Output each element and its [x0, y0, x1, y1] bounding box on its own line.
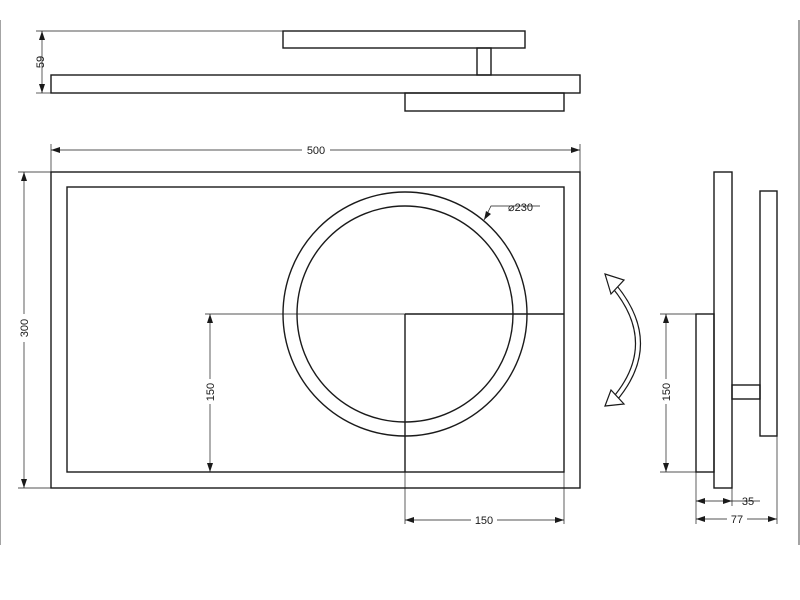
dim-150-h-arrow-right	[555, 517, 564, 523]
dim-150-v-arrow-bottom	[207, 463, 213, 472]
dim-77-arrow-left	[696, 516, 705, 522]
side-mount-stem	[731, 384, 761, 400]
dim-150-v-arrow-top	[207, 314, 213, 323]
dim-35-arrow-right	[723, 498, 732, 504]
dim-35-arrow-left	[696, 498, 705, 504]
front-view: 500 300 ⌀230 150	[17, 143, 581, 527]
dim-77-arrow-right	[768, 516, 777, 522]
dim-230-arrow	[484, 211, 491, 220]
dim-500-arrow-left	[51, 147, 60, 153]
dim-300-label: 300	[19, 319, 31, 337]
rotation-arrowhead-bottom	[604, 388, 626, 407]
top-lower-plate	[404, 92, 565, 112]
frame-outer	[50, 171, 581, 489]
side-main-panel	[713, 171, 733, 489]
rotation-arrow	[604, 273, 641, 407]
dim-side-150-arrow-top	[663, 314, 669, 323]
dim-150-h-arrow-left	[405, 517, 414, 523]
dim-500-label-bg	[302, 143, 330, 156]
top-mount-stem	[476, 47, 492, 76]
dim-side-150-arrow-bottom	[663, 463, 669, 472]
side-front-plate	[695, 313, 715, 473]
side-view: 150 35 77	[659, 171, 778, 526]
dim-300-arrow-top	[21, 172, 27, 181]
top-main-panel	[50, 74, 581, 94]
dim-500-label: 500	[307, 145, 325, 157]
dim-500-arrow-right	[571, 147, 580, 153]
top-view: 59	[35, 30, 581, 112]
dim-230-label: ⌀230	[508, 202, 533, 214]
dim-59-label: 59	[35, 56, 47, 68]
side-back-plate	[759, 190, 778, 437]
frame-inner	[66, 186, 565, 473]
dim-side-150-label-bg	[659, 379, 673, 404]
dim-300-label-bg	[17, 314, 31, 342]
dim-59-arrow-top	[39, 31, 45, 40]
dim-150-h-label: 150	[475, 515, 493, 527]
rotation-arc-fill	[612, 284, 640, 402]
dim-150-h-label-bg	[471, 513, 497, 526]
dim-150-v-label-bg	[203, 379, 217, 404]
dim-150-v-label: 150	[205, 383, 217, 401]
rotation-arrowhead-top	[604, 273, 626, 296]
dim-side-150-label: 150	[661, 383, 673, 401]
dim-77-label: 77	[731, 514, 743, 526]
dim-300-arrow-bottom	[21, 479, 27, 488]
top-back-plate	[282, 30, 526, 49]
dim-59-arrow-bottom	[39, 84, 45, 93]
dim-35-label: 35	[742, 496, 754, 508]
dim-77-label-bg	[727, 513, 747, 525]
